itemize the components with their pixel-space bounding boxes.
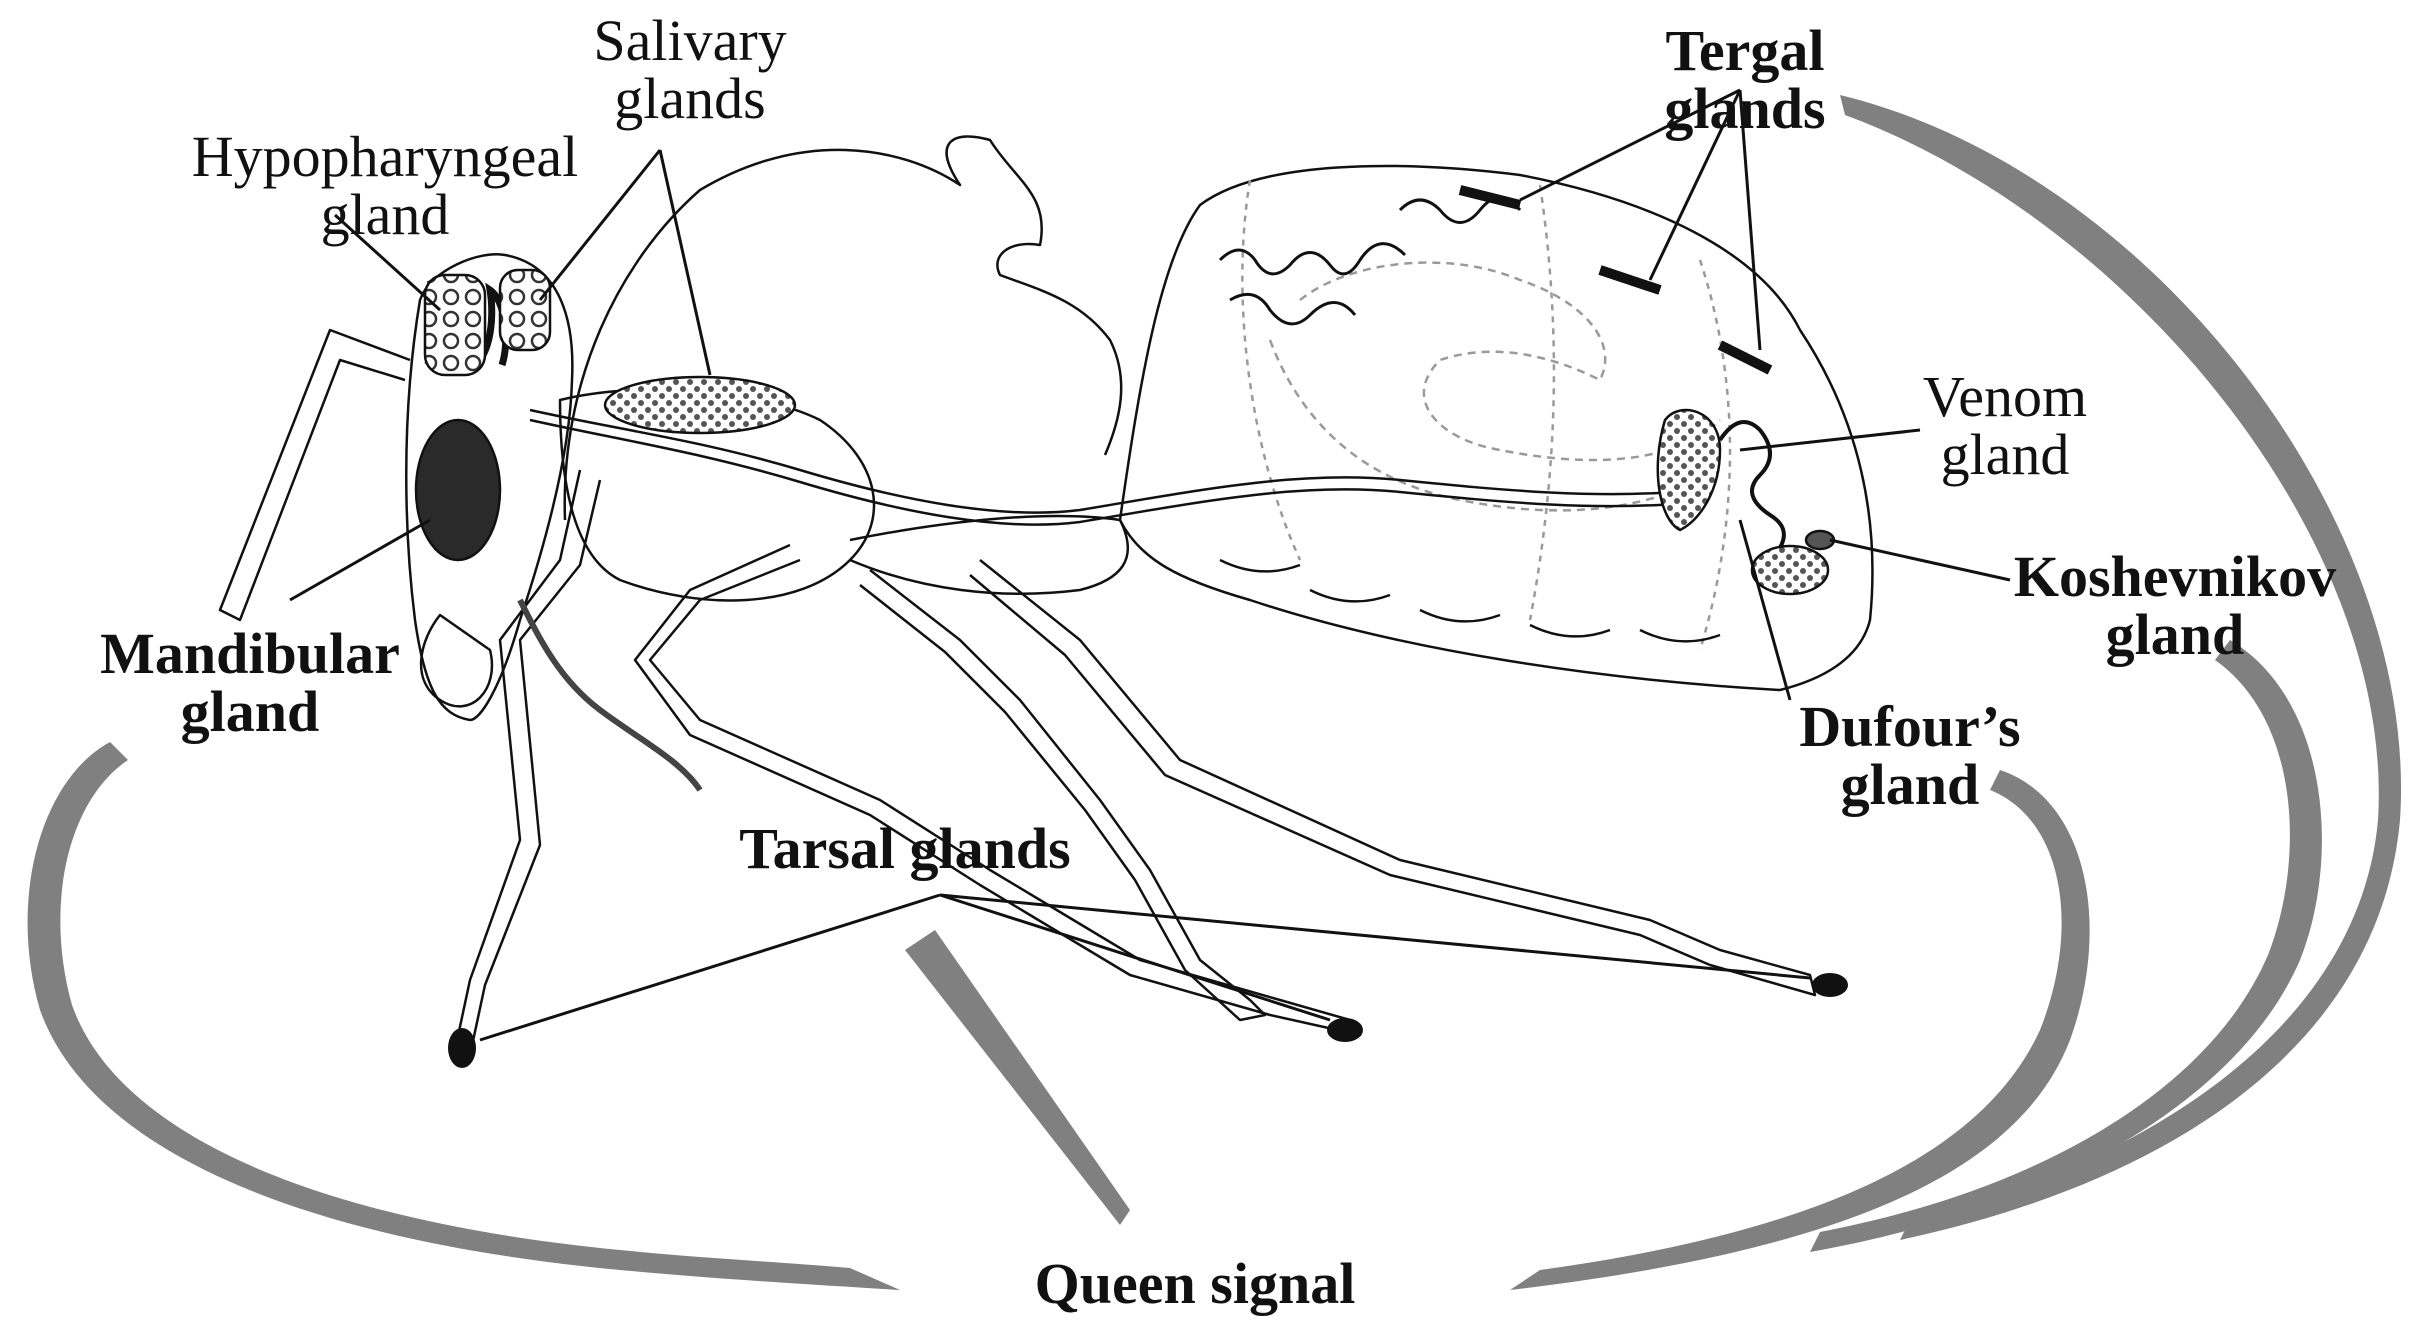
salivary-gland-thorax	[605, 377, 795, 433]
ant-antenna-2	[520, 600, 700, 790]
label-tergal-glands: Tergal glands	[1664, 22, 1825, 138]
label-venom-gland: Venom gland	[1923, 368, 2087, 484]
label-salivary-glands: Salivary glands	[593, 12, 786, 128]
salivary-gland-head	[500, 270, 550, 350]
leader-salivary-thorax	[660, 150, 710, 375]
ant-leg-front	[455, 470, 600, 1055]
mandibular-gland	[416, 420, 500, 560]
tarsal-claw-front	[448, 1028, 476, 1068]
ant-leg-middle	[635, 545, 1360, 1035]
tergal-gland-3	[1720, 345, 1770, 370]
tarsal-claw-middle	[1327, 1018, 1363, 1042]
leader-tarsal-front	[480, 895, 940, 1040]
ant-petiole	[850, 516, 1128, 594]
dufours-gland	[1752, 546, 1828, 594]
koshevnikov-gland	[1806, 531, 1834, 549]
ant-wing	[565, 136, 1121, 520]
ant-antenna	[220, 330, 410, 620]
label-dufours-gland: Dufour’s gland	[1799, 698, 2020, 814]
label-koshevnikov-gland: Koshevnikov gland	[2014, 548, 2336, 664]
arrow-tarsal	[905, 930, 1130, 1225]
ant-leg-hind	[970, 560, 1815, 995]
tarsal-claws	[448, 973, 1848, 1068]
label-tarsal-glands: Tarsal glands	[739, 820, 1071, 878]
hypopharyngeal-gland-body	[425, 275, 485, 375]
ant-mandible	[421, 615, 492, 706]
venom-gland	[1658, 410, 1720, 530]
arrow-tergal	[1840, 95, 2401, 1240]
leader-koshevnikov	[1830, 540, 2010, 580]
label-queen-signal: Queen signal	[1035, 1255, 1356, 1313]
tarsal-claw-hind	[1812, 973, 1848, 997]
label-hypopharyngeal-gland: Hypopharyngeal gland	[192, 128, 579, 244]
tergal-gland-1	[1460, 190, 1520, 205]
label-mandibular-gland: Mandibular gland	[100, 625, 400, 741]
